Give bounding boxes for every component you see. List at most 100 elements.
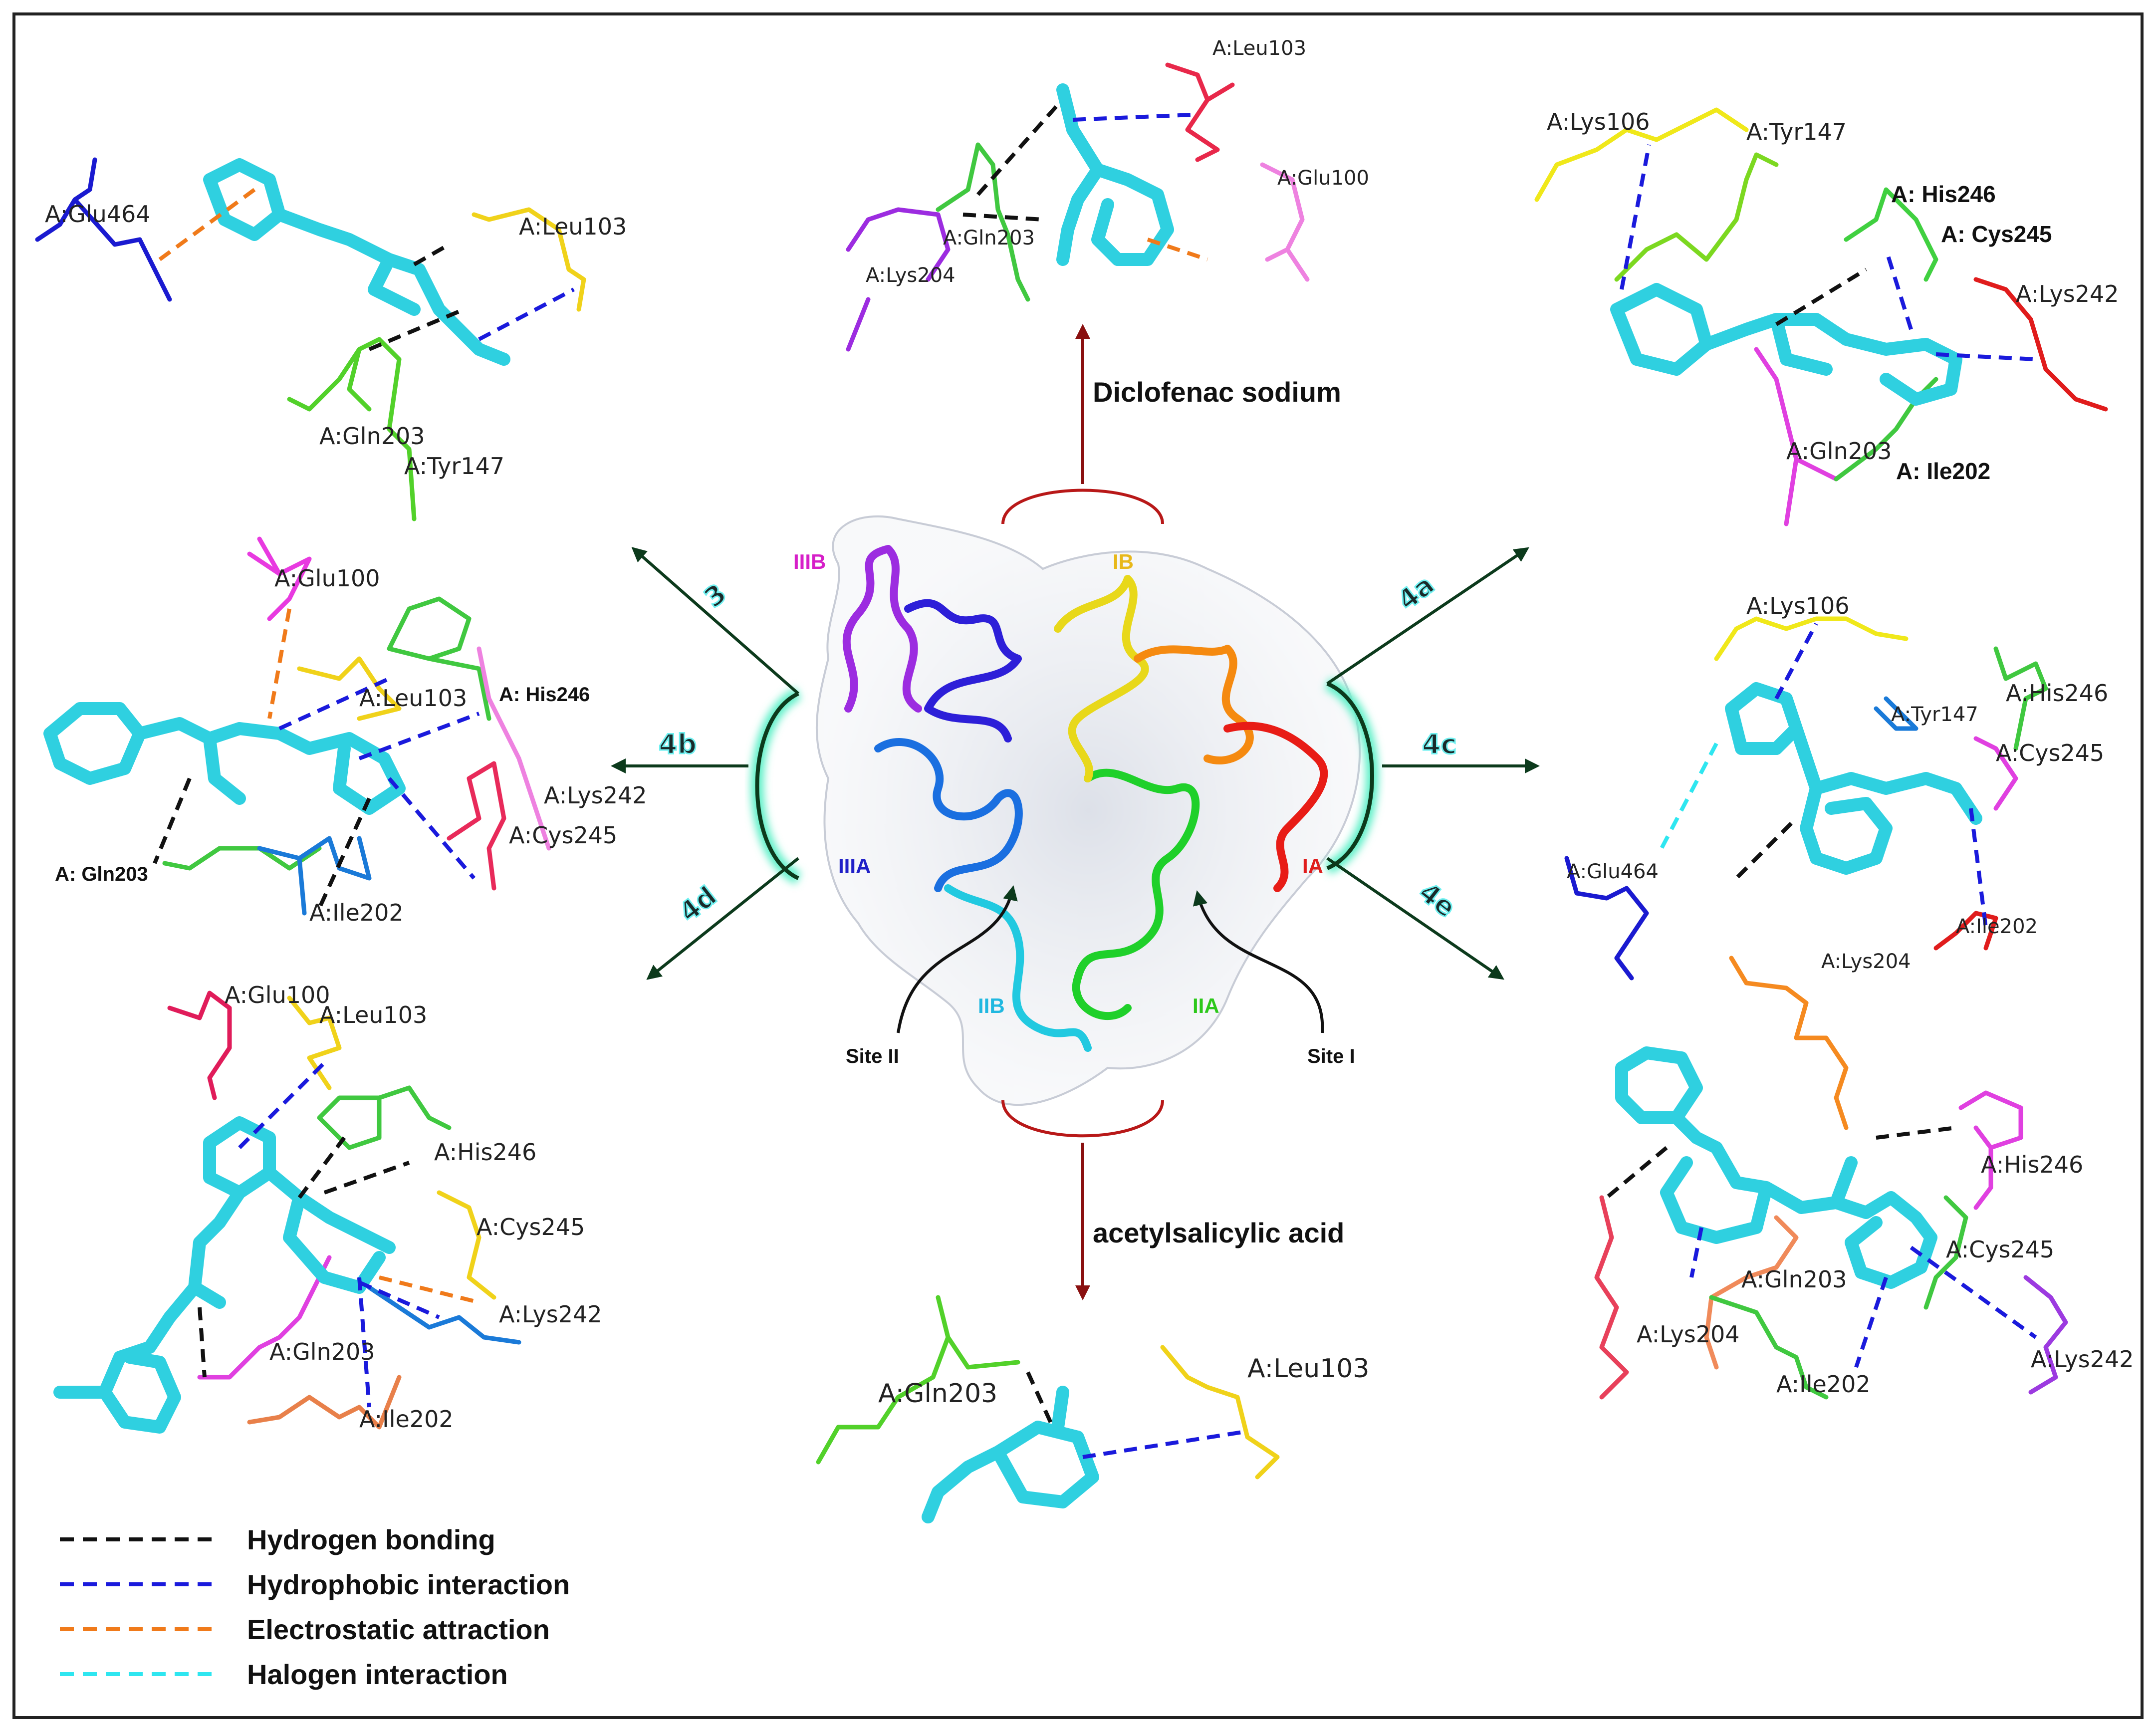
hydrophobic-d: [1072, 113, 1193, 122]
hbond-4b-1: [153, 777, 192, 864]
label-glu100-4b: A:Glu100: [274, 565, 380, 592]
hbond-4e-1: [1605, 1146, 1668, 1200]
domain-label-IIIA: IIIA: [838, 854, 871, 878]
label-leu103-a: A:Leu103: [1247, 1354, 1369, 1384]
hydrophobic-4c-2: [1969, 808, 1988, 929]
residue-cys245-4c: [1973, 736, 2018, 811]
label-lys204-d: A:Lys204: [866, 264, 956, 287]
residue-lys204-4e: [1594, 1195, 1629, 1400]
label-his246-4d: A:His246: [434, 1139, 536, 1166]
hbond-d2: [962, 213, 1043, 222]
hydrophobic-4a-2: [1884, 248, 1913, 330]
label-ile202-4a: A: Ile202: [1896, 458, 1990, 484]
residue-his246-4d: [317, 1085, 452, 1150]
hydrophobic-4e-3: [1910, 1245, 2037, 1339]
legend-label-hydrogen: Hydrogen bonding: [247, 1524, 495, 1555]
left-bracket: [750, 688, 802, 884]
label-tyr147: A:Tyr147: [404, 453, 504, 480]
residue-ile202-4c: [1933, 911, 1998, 951]
panel-4e: A:His246 A:Cys245 A:Gln203 A:Lys204 A:Il…: [1594, 1046, 2134, 1400]
domain-IIIA-ribbon-a: [904, 599, 1022, 743]
residue-lys106-4c: [1714, 616, 1909, 661]
residue-ile202-4d: [247, 1375, 402, 1430]
residue-gln203-a: [816, 1295, 1020, 1465]
site-II-pointer: [897, 885, 1018, 1033]
residue-ile202-4b: [257, 836, 372, 916]
residue-his246-4e: [1958, 1090, 2023, 1210]
label-his246-4b: A: His246: [499, 684, 590, 706]
residue-lys204-d: [846, 207, 951, 352]
site-I-label: Site I: [1307, 1045, 1355, 1067]
diclofenac-label: Diclofenac sodium: [1093, 376, 1341, 408]
residue-leu103-4d: [287, 995, 342, 1090]
protein-surface: [815, 515, 1361, 1106]
label-glu100-4d: A:Glu100: [225, 982, 330, 1008]
hydrophobic-3: [478, 287, 575, 341]
label-ile202-4d: A:Ile202: [359, 1406, 454, 1433]
arrow-4e: [1326, 857, 1504, 980]
residue-gln203-4e: [1704, 1215, 1799, 1370]
hbond-3a: [413, 243, 450, 266]
residue-ile202-4e: [1709, 1295, 1829, 1400]
hbond-3b: [368, 307, 465, 351]
label-ile202-4c: A:Ile202: [1956, 915, 2038, 938]
residue-leu103-a: [1160, 1345, 1280, 1480]
label-leu103: A:Leu103: [519, 213, 627, 240]
hydrophobic-4c-1: [1774, 623, 1818, 700]
panel-3: A:Glu464 A:Leu103 A:Gln203 A:Tyr147: [35, 157, 627, 521]
residue-glu100-d: [1260, 162, 1310, 282]
hydrophobic-4d-2: [357, 1277, 371, 1408]
label-ile202-4b: A:Ile202: [309, 899, 404, 926]
arrow-label-4a: 4a: [1392, 569, 1440, 616]
residue-lys106-4a: [1534, 107, 1749, 202]
hydrophobic-4e-1: [1689, 1227, 1703, 1278]
label-gln203-a: A:Gln203: [878, 1379, 997, 1409]
label-his246-4a: A: His246: [1891, 181, 1996, 207]
arrow-label-4e: 4e: [1413, 876, 1461, 924]
label-leu103-d: A:Leu103: [1212, 37, 1306, 60]
hbond-4e-2: [1876, 1126, 1956, 1140]
label-cys245-4c: A:Cys245: [1996, 740, 2104, 766]
residue-glu464: [35, 157, 172, 302]
label-cys245-4a: A: Cys245: [1941, 221, 2052, 247]
top-red-arc: [1001, 489, 1164, 524]
label-cys245-4d: A:Cys245: [477, 1214, 585, 1240]
label-cys245-4e: A:Cys245: [1946, 1236, 2054, 1263]
domain-IB-ribbon-b: [1134, 645, 1254, 764]
electrostatic-4b: [267, 608, 291, 719]
residue-cys245-4d: [437, 1190, 496, 1300]
arrow-label-4b: 4b: [659, 729, 697, 760]
residue-his246-4b: [387, 596, 491, 721]
ligand-4d: [53, 1116, 396, 1434]
residue-glu464-4c: [1564, 856, 1649, 981]
residue-cys245-4b: [447, 761, 506, 891]
legend-item-hydrogen: Hydrogen bonding: [60, 1524, 495, 1555]
hbond-aspirin: [1026, 1371, 1055, 1428]
hbond-4d-3: [198, 1307, 207, 1378]
ligand-diclofenac: [1056, 83, 1174, 266]
residue-lys242-4a: [1973, 277, 2108, 412]
residue-glu100-4b: [247, 536, 312, 621]
residue-lys242-4b: [477, 646, 551, 851]
arrow-3: [631, 547, 799, 695]
label-lys106-4a: A:Lys106: [1547, 108, 1650, 135]
arrow-label-4c: 4c: [1422, 729, 1457, 760]
label-cys245-4b: A:Cys245: [509, 822, 617, 849]
legend-label-electrostatic: Electrostatic attraction: [247, 1614, 550, 1645]
hydrophobic-4a-1: [1620, 144, 1651, 290]
label-lys106-4c: A:Lys106: [1746, 592, 1850, 619]
ligand-aspirin: [922, 1386, 1099, 1523]
label-lys242-4a: A:Lys242: [2016, 280, 2119, 307]
panel-diclofenac: A:Leu103 A:Glu100 A:Gln203 A:Lys204: [846, 37, 1369, 352]
residue-tyr147-4a: [1614, 152, 1779, 282]
panel-4c: A:Lys106 A:Tyr147 A:His246 A:Cys245 A:Gl…: [1564, 592, 2108, 1130]
hbond-4c: [1735, 822, 1793, 880]
hydrophobic-4a-3: [1935, 352, 2036, 361]
label-lys242-4e: A:Lys242: [2031, 1346, 2134, 1373]
hydrophobic-4b-3: [387, 777, 476, 880]
ligand-4b: [43, 702, 406, 815]
arrow-4a: [1326, 547, 1529, 685]
label-ile202-4e: A:Ile202: [1776, 1371, 1871, 1398]
residue-leu103: [472, 207, 586, 312]
